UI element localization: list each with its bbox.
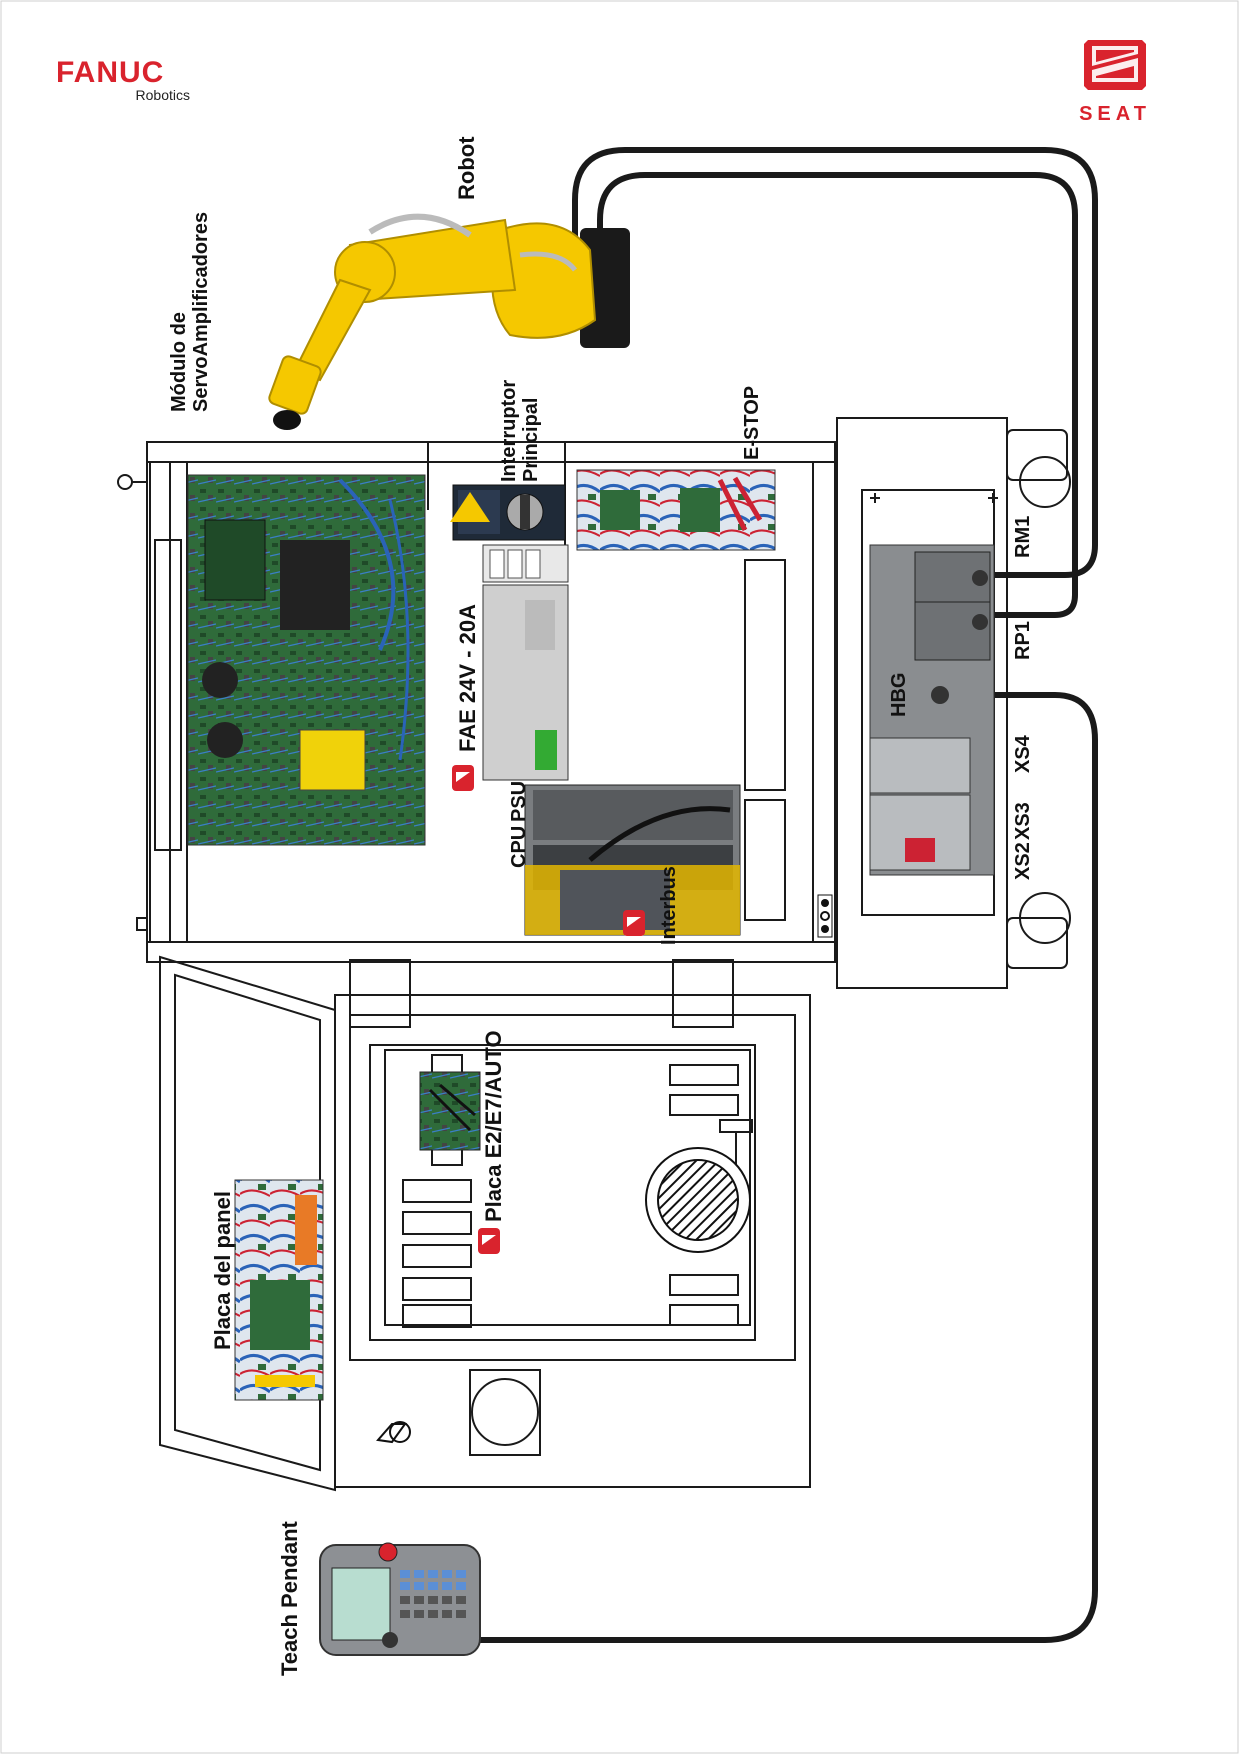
seat-logo-text: SEAT xyxy=(1079,103,1151,125)
cables xyxy=(477,147,1098,1643)
fanuc-logo: FANUC Robotics xyxy=(56,56,196,103)
seat-logo-icon xyxy=(1084,40,1146,90)
label-xs2: XS2 xyxy=(1012,842,1034,880)
label-placa-e2: Placa E2/E7/AUTO xyxy=(481,1030,506,1222)
label-estop: E-STOP xyxy=(741,385,763,460)
cable-rm1 xyxy=(572,147,1098,578)
placa-panel-board xyxy=(234,1179,324,1401)
status-lamps xyxy=(817,894,833,938)
label-cpu: CPU xyxy=(508,825,530,868)
label-teach-pendant: Teach Pendant xyxy=(277,1521,302,1676)
seat-badge-icons xyxy=(452,765,645,1254)
label-main-switch-line1: Interruptor xyxy=(498,379,520,482)
teach-pendant-device xyxy=(319,1542,481,1656)
label-rm1: RM1 xyxy=(1012,515,1034,558)
label-psu: PSU xyxy=(508,780,530,822)
label-xs3: XS3 xyxy=(1012,802,1034,840)
label-main-switch-line2: Principal xyxy=(520,397,542,482)
fanuc-logo-sub: Robotics xyxy=(135,87,190,103)
cabinet-frame xyxy=(117,441,836,963)
lower-cabinet xyxy=(159,955,811,1492)
fan-icon xyxy=(645,1147,751,1253)
label-hbg: HBG xyxy=(888,672,910,717)
fanuc-logo-text: FANUC xyxy=(56,56,165,89)
key-switch-icon xyxy=(376,1421,411,1444)
label-main-switch: Interruptor Principal xyxy=(498,380,542,482)
label-placa-panel: Placa del panel xyxy=(210,1191,235,1350)
estop-board xyxy=(576,469,776,551)
label-servo-line1: Módulo de xyxy=(168,312,190,412)
cable-rp1 xyxy=(597,172,1078,618)
connector-plate xyxy=(869,544,995,876)
label-servo-module: Módulo de ServoAmplificadores xyxy=(168,212,212,412)
label-xs4: XS4 xyxy=(1012,735,1034,773)
cable-teach-pendant xyxy=(477,692,1098,1643)
label-rp1: RP1 xyxy=(1012,621,1034,660)
seat-logo: SEAT xyxy=(1055,36,1175,126)
label-robot: Robot xyxy=(454,136,479,200)
main-switch xyxy=(450,484,566,541)
label-fae: FAE 24V - 20A xyxy=(455,604,480,752)
fae-power-supply xyxy=(482,544,569,781)
label-servo-line2: ServoAmplificadores xyxy=(190,211,212,412)
servo-amplifier-module xyxy=(187,474,426,846)
label-interbus: Interbus xyxy=(658,866,680,945)
placa-e2-board xyxy=(419,1071,481,1151)
robot-arm xyxy=(268,213,630,430)
